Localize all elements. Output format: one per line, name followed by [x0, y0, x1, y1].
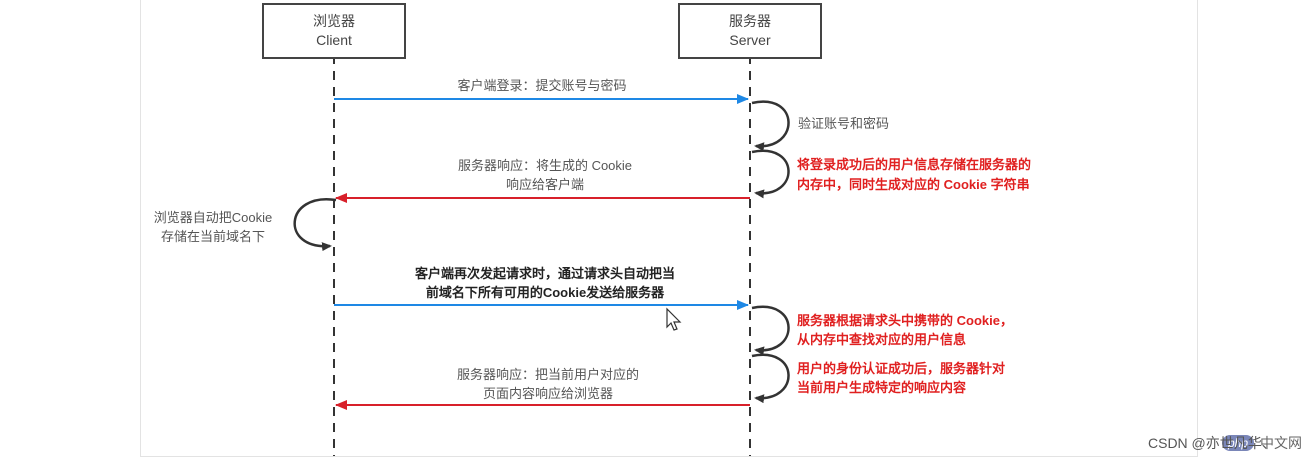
lookup-self-loop: [751, 305, 790, 356]
auth-label-line2: 当前用户生成特定的响应内容: [797, 380, 967, 395]
php-logo: php: [1221, 435, 1254, 451]
store-label-line1: 将登录成功后的用户信息存储在服务器的: [797, 157, 1032, 172]
request2-label-line1: 客户端再次发起请求时，通过请求头自动把当: [414, 266, 676, 281]
store-label-line2: 内存中，同时生成对应的 Cookie 字符串: [797, 177, 1030, 192]
server-actor-name: 服务器: [729, 13, 771, 29]
response2-label-line1: 服务器响应：把当前用户对应的: [456, 367, 640, 382]
watermark: php 中文网: [1221, 433, 1302, 453]
client-actor-box: 浏览器 Client: [262, 3, 406, 59]
auth-self-loop: [751, 353, 790, 404]
csdn-watermark: CSDN @亦世凡华、: [1148, 435, 1276, 451]
response1-label-line1: 服务器响应：将生成的 Cookie: [457, 158, 633, 173]
auth-label-line1: 用户的身份认证成功后，服务器针对: [797, 361, 1006, 376]
browser-store-label-line2: 存储在当前域名下: [160, 229, 266, 244]
php-logo-label: 中文网: [1260, 435, 1302, 451]
server-actor-sub: Server: [729, 32, 771, 48]
browser-store-self-loop: [293, 198, 337, 252]
response2-label-line2: 页面内容响应给浏览器: [482, 386, 614, 401]
diagram-panel: [140, 0, 1198, 457]
client-actor-sub: Client: [316, 32, 352, 48]
store-self-loop: [751, 149, 790, 199]
verify-label: 验证账号和密码: [798, 116, 890, 131]
verify-self-loop: [751, 100, 790, 152]
request2-label-line2: 前域名下所有可用的Cookie发送给服务器: [425, 285, 665, 300]
client-actor-name: 浏览器: [313, 13, 355, 29]
response1-label-line2: 响应给客户端: [505, 177, 585, 192]
browser-store-label-line1: 浏览器自动把Cookie: [153, 210, 273, 225]
server-actor-box: 服务器 Server: [678, 3, 822, 59]
lookup-label-line2: 从内存中查找对应的用户信息: [797, 332, 967, 347]
lookup-label-line1: 服务器根据请求头中携带的 Cookie，: [797, 313, 1013, 328]
cursor-icon: [666, 307, 682, 331]
login-label: 客户端登录：提交账号与密码: [457, 78, 627, 93]
